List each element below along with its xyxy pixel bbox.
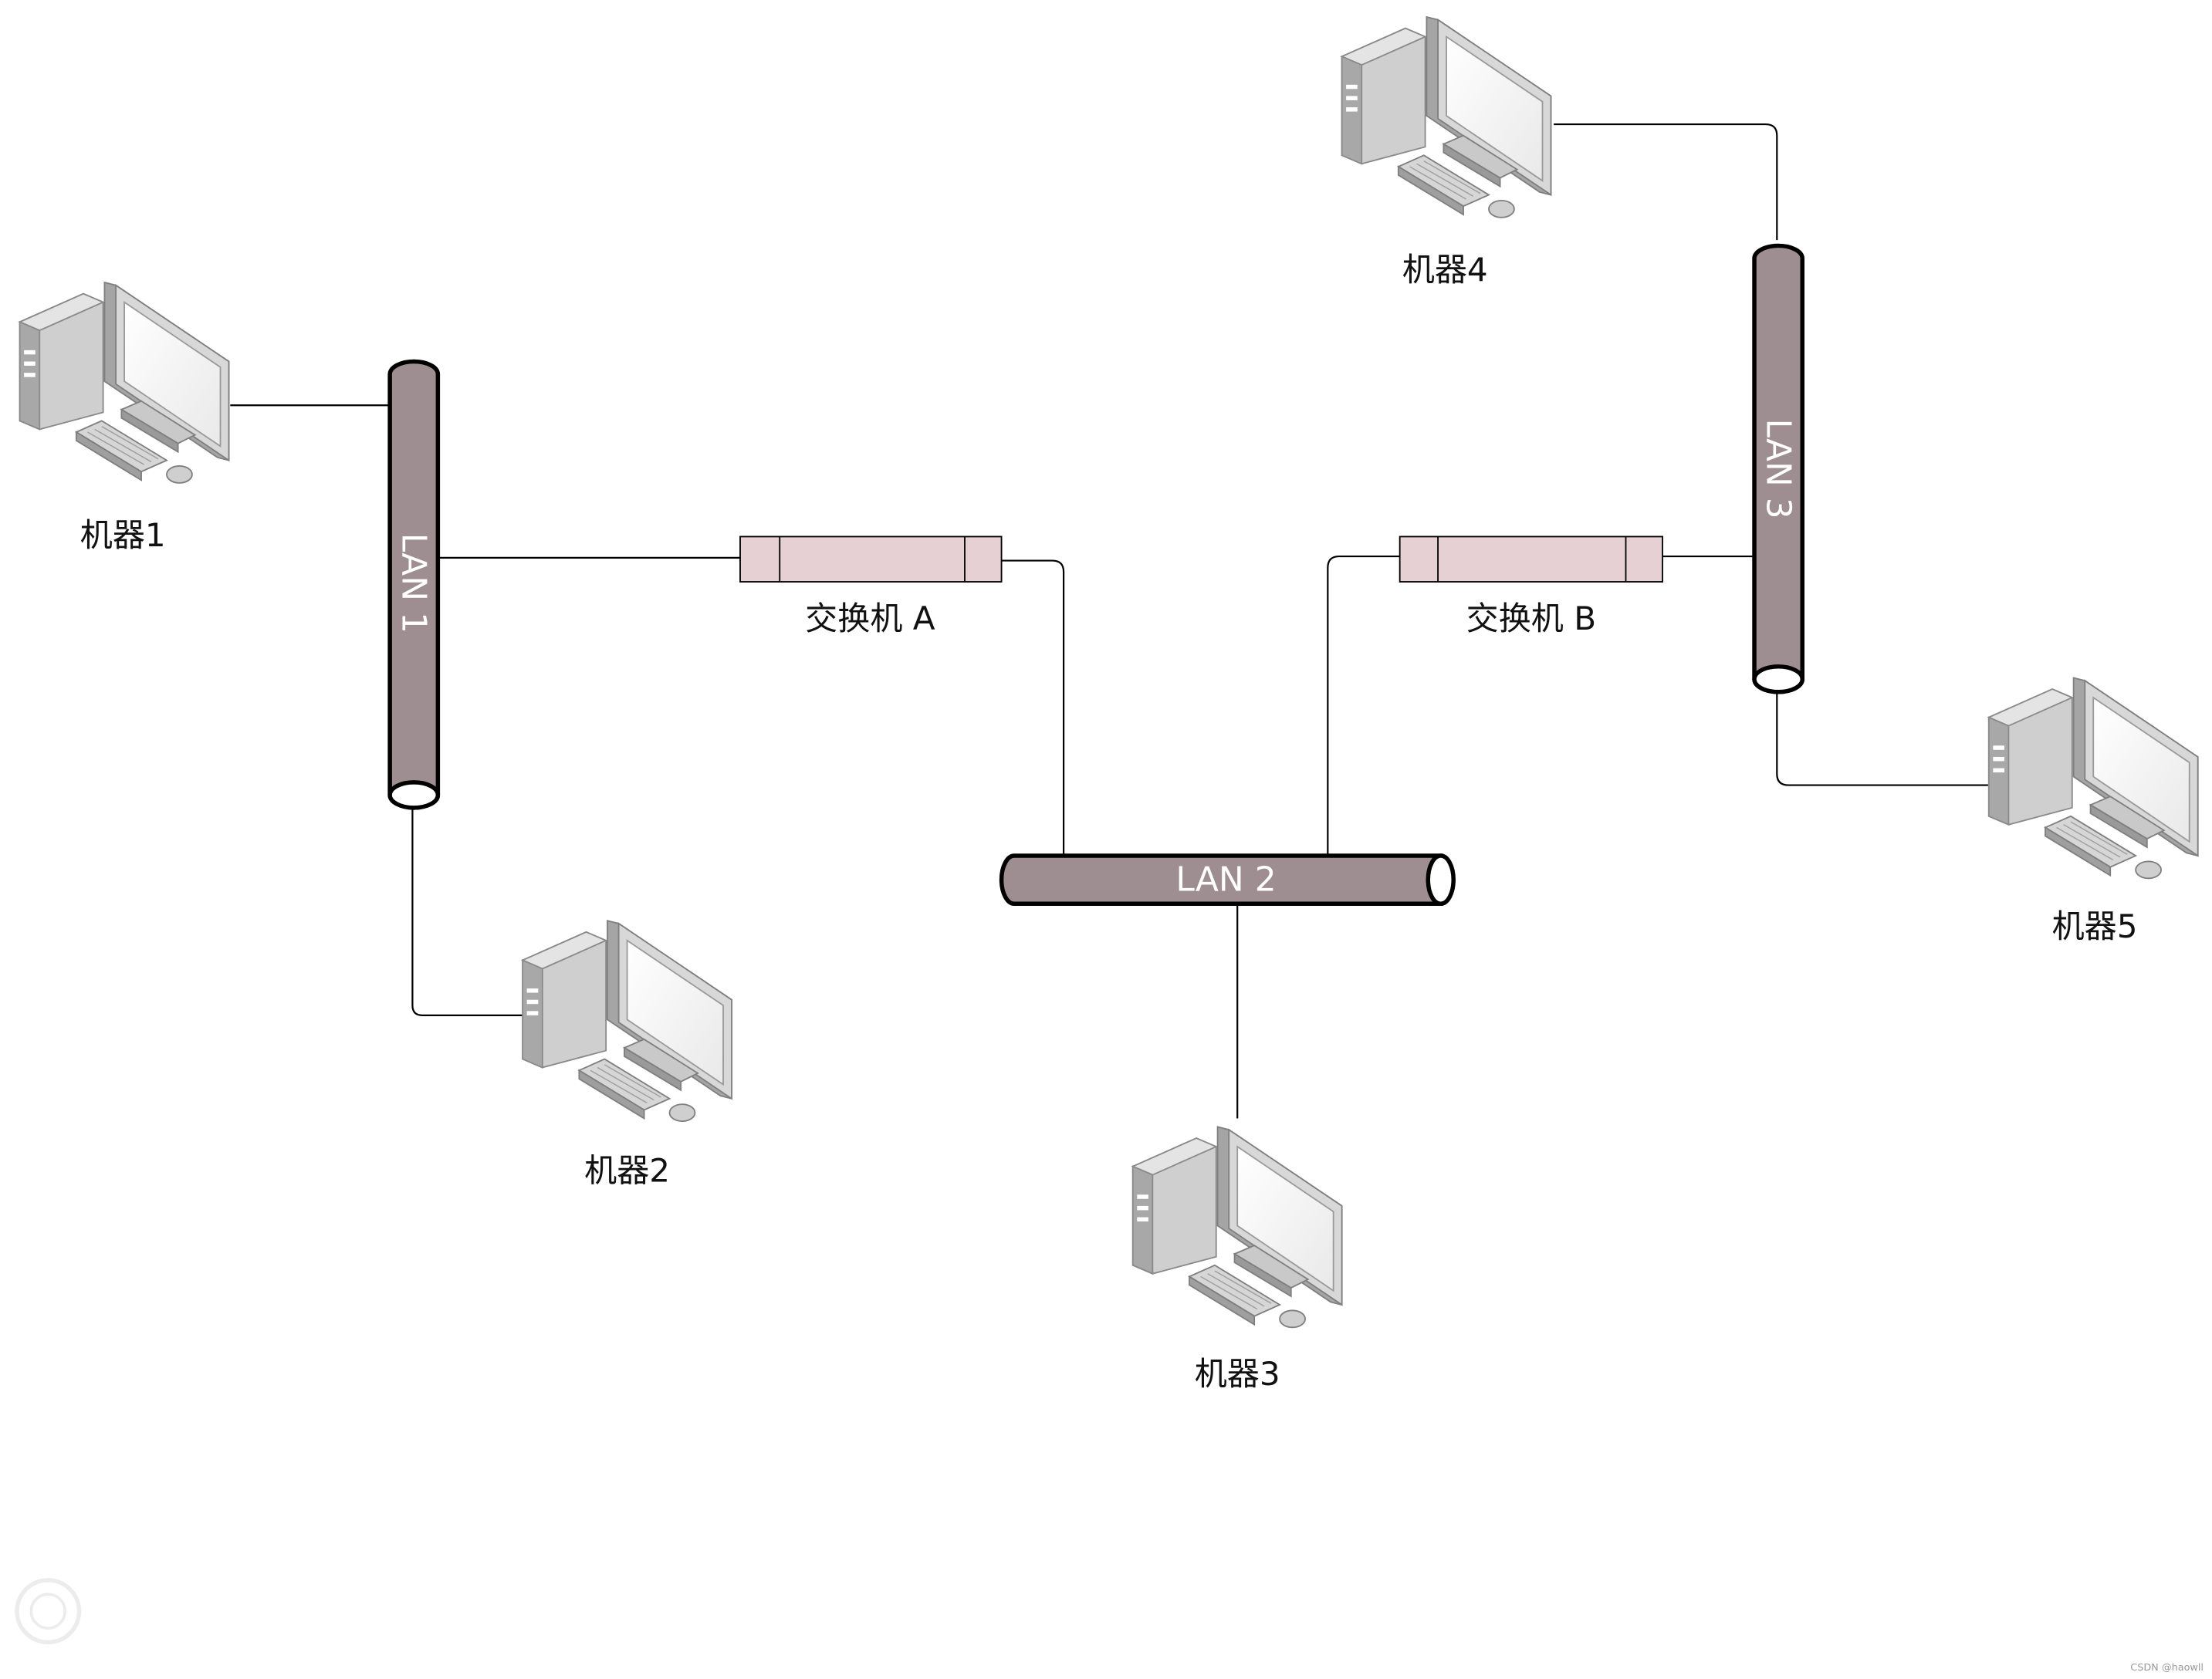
lan2-bus: LAN 2	[999, 853, 1456, 907]
link-lan1-machine2	[411, 807, 523, 1016]
machine2: 机器2	[522, 920, 732, 1190]
lan1-bus: LAN 1	[387, 359, 441, 810]
lan3-label: LAN 3	[1759, 418, 1798, 519]
machine5: 机器5	[1987, 677, 2199, 945]
machine2-label: 机器2	[584, 1152, 670, 1190]
lan2-label: LAN 2	[1175, 860, 1276, 900]
computer-icon	[1341, 16, 1552, 218]
machine4: 机器4	[1341, 16, 1552, 289]
machine3: 机器3	[1131, 1126, 1343, 1393]
machine3-label: 机器3	[1195, 1355, 1280, 1393]
link-lan2-switch-b	[1327, 555, 1400, 856]
machine1: 机器1	[19, 282, 230, 554]
connection-lines	[230, 123, 1989, 1119]
machine4-label: 机器4	[1402, 251, 1488, 289]
switch-a-label: 交换机 A	[805, 600, 935, 637]
link-switch-a-lan2	[1001, 559, 1065, 856]
link-machine4-lan3	[1554, 123, 1778, 241]
computer-icon	[1987, 677, 2199, 880]
watermark-logo	[15, 1578, 82, 1645]
lan3-bus: LAN 3	[1752, 243, 1804, 694]
computer-icon	[19, 282, 230, 484]
switch-a: 交换机 A	[739, 535, 1003, 637]
watermark-text: CSDN @haowll	[2130, 1662, 2204, 1674]
machine5-label: 机器5	[2052, 907, 2138, 945]
switch-b-label: 交换机 B	[1466, 600, 1596, 637]
computer-icon	[1131, 1126, 1343, 1329]
link-lan3-machine5	[1776, 691, 1989, 786]
switch-b: 交换机 B	[1399, 535, 1663, 637]
lan1-label: LAN 1	[394, 533, 434, 633]
computer-icon	[522, 920, 732, 1123]
machine1-label: 机器1	[80, 516, 166, 554]
